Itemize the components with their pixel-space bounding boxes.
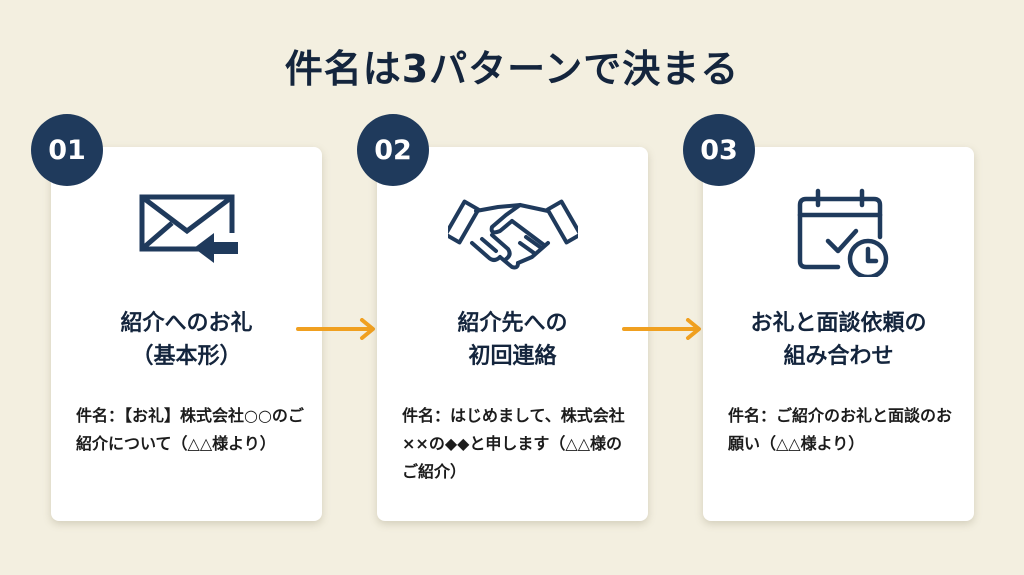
step-card-3: お礼と面談依頼の 組み合わせ 件名：ご紹介のお礼と面談のお願い（△△様より） — [703, 147, 974, 521]
arrow-right-icon — [622, 318, 701, 340]
step-title-line2: 組み合わせ — [783, 344, 894, 369]
step-title: お礼と面談依頼の 組み合わせ — [703, 307, 974, 373]
step-title-line1: お礼と面談依頼の — [750, 311, 927, 336]
step-title-line1: 紹介先への — [457, 311, 568, 336]
step-title: 紹介先への 初回連絡 — [377, 307, 648, 373]
page-title: 件名は3パターンで決まる — [284, 47, 740, 91]
step-subject-example: 件名：ご紹介のお礼と面談のお願い（△△様より） — [728, 406, 953, 453]
arrow-right-icon — [296, 318, 375, 340]
step-number-badge-3: 03 — [683, 114, 755, 186]
step-card-2: 紹介先への 初回連絡 件名：はじめまして、株式会社××の◆◆と申します（△△様の… — [377, 147, 648, 521]
handshake-icon — [377, 187, 648, 277]
step-title-line2: 初回連絡 — [468, 344, 557, 369]
step-title-line1: 紹介へのお礼 — [120, 311, 253, 336]
step-title: 紹介へのお礼 （基本形） — [51, 307, 322, 373]
step-number-badge-1: 01 — [31, 114, 103, 186]
step-subject-example: 件名：【お礼】株式会社○○のご紹介について（△△様より） — [76, 406, 304, 453]
step-card-1: 紹介へのお礼 （基本形） 件名：【お礼】株式会社○○のご紹介について（△△様より… — [51, 147, 322, 521]
step-number-badge-2: 02 — [357, 114, 429, 186]
step-subject-example: 件名：はじめまして、株式会社××の◆◆と申します（△△様のご紹介） — [402, 406, 625, 481]
envelope-arrow-icon — [51, 187, 322, 277]
calendar-check-clock-icon — [703, 187, 974, 277]
step-title-line2: （基本形） — [131, 344, 242, 369]
